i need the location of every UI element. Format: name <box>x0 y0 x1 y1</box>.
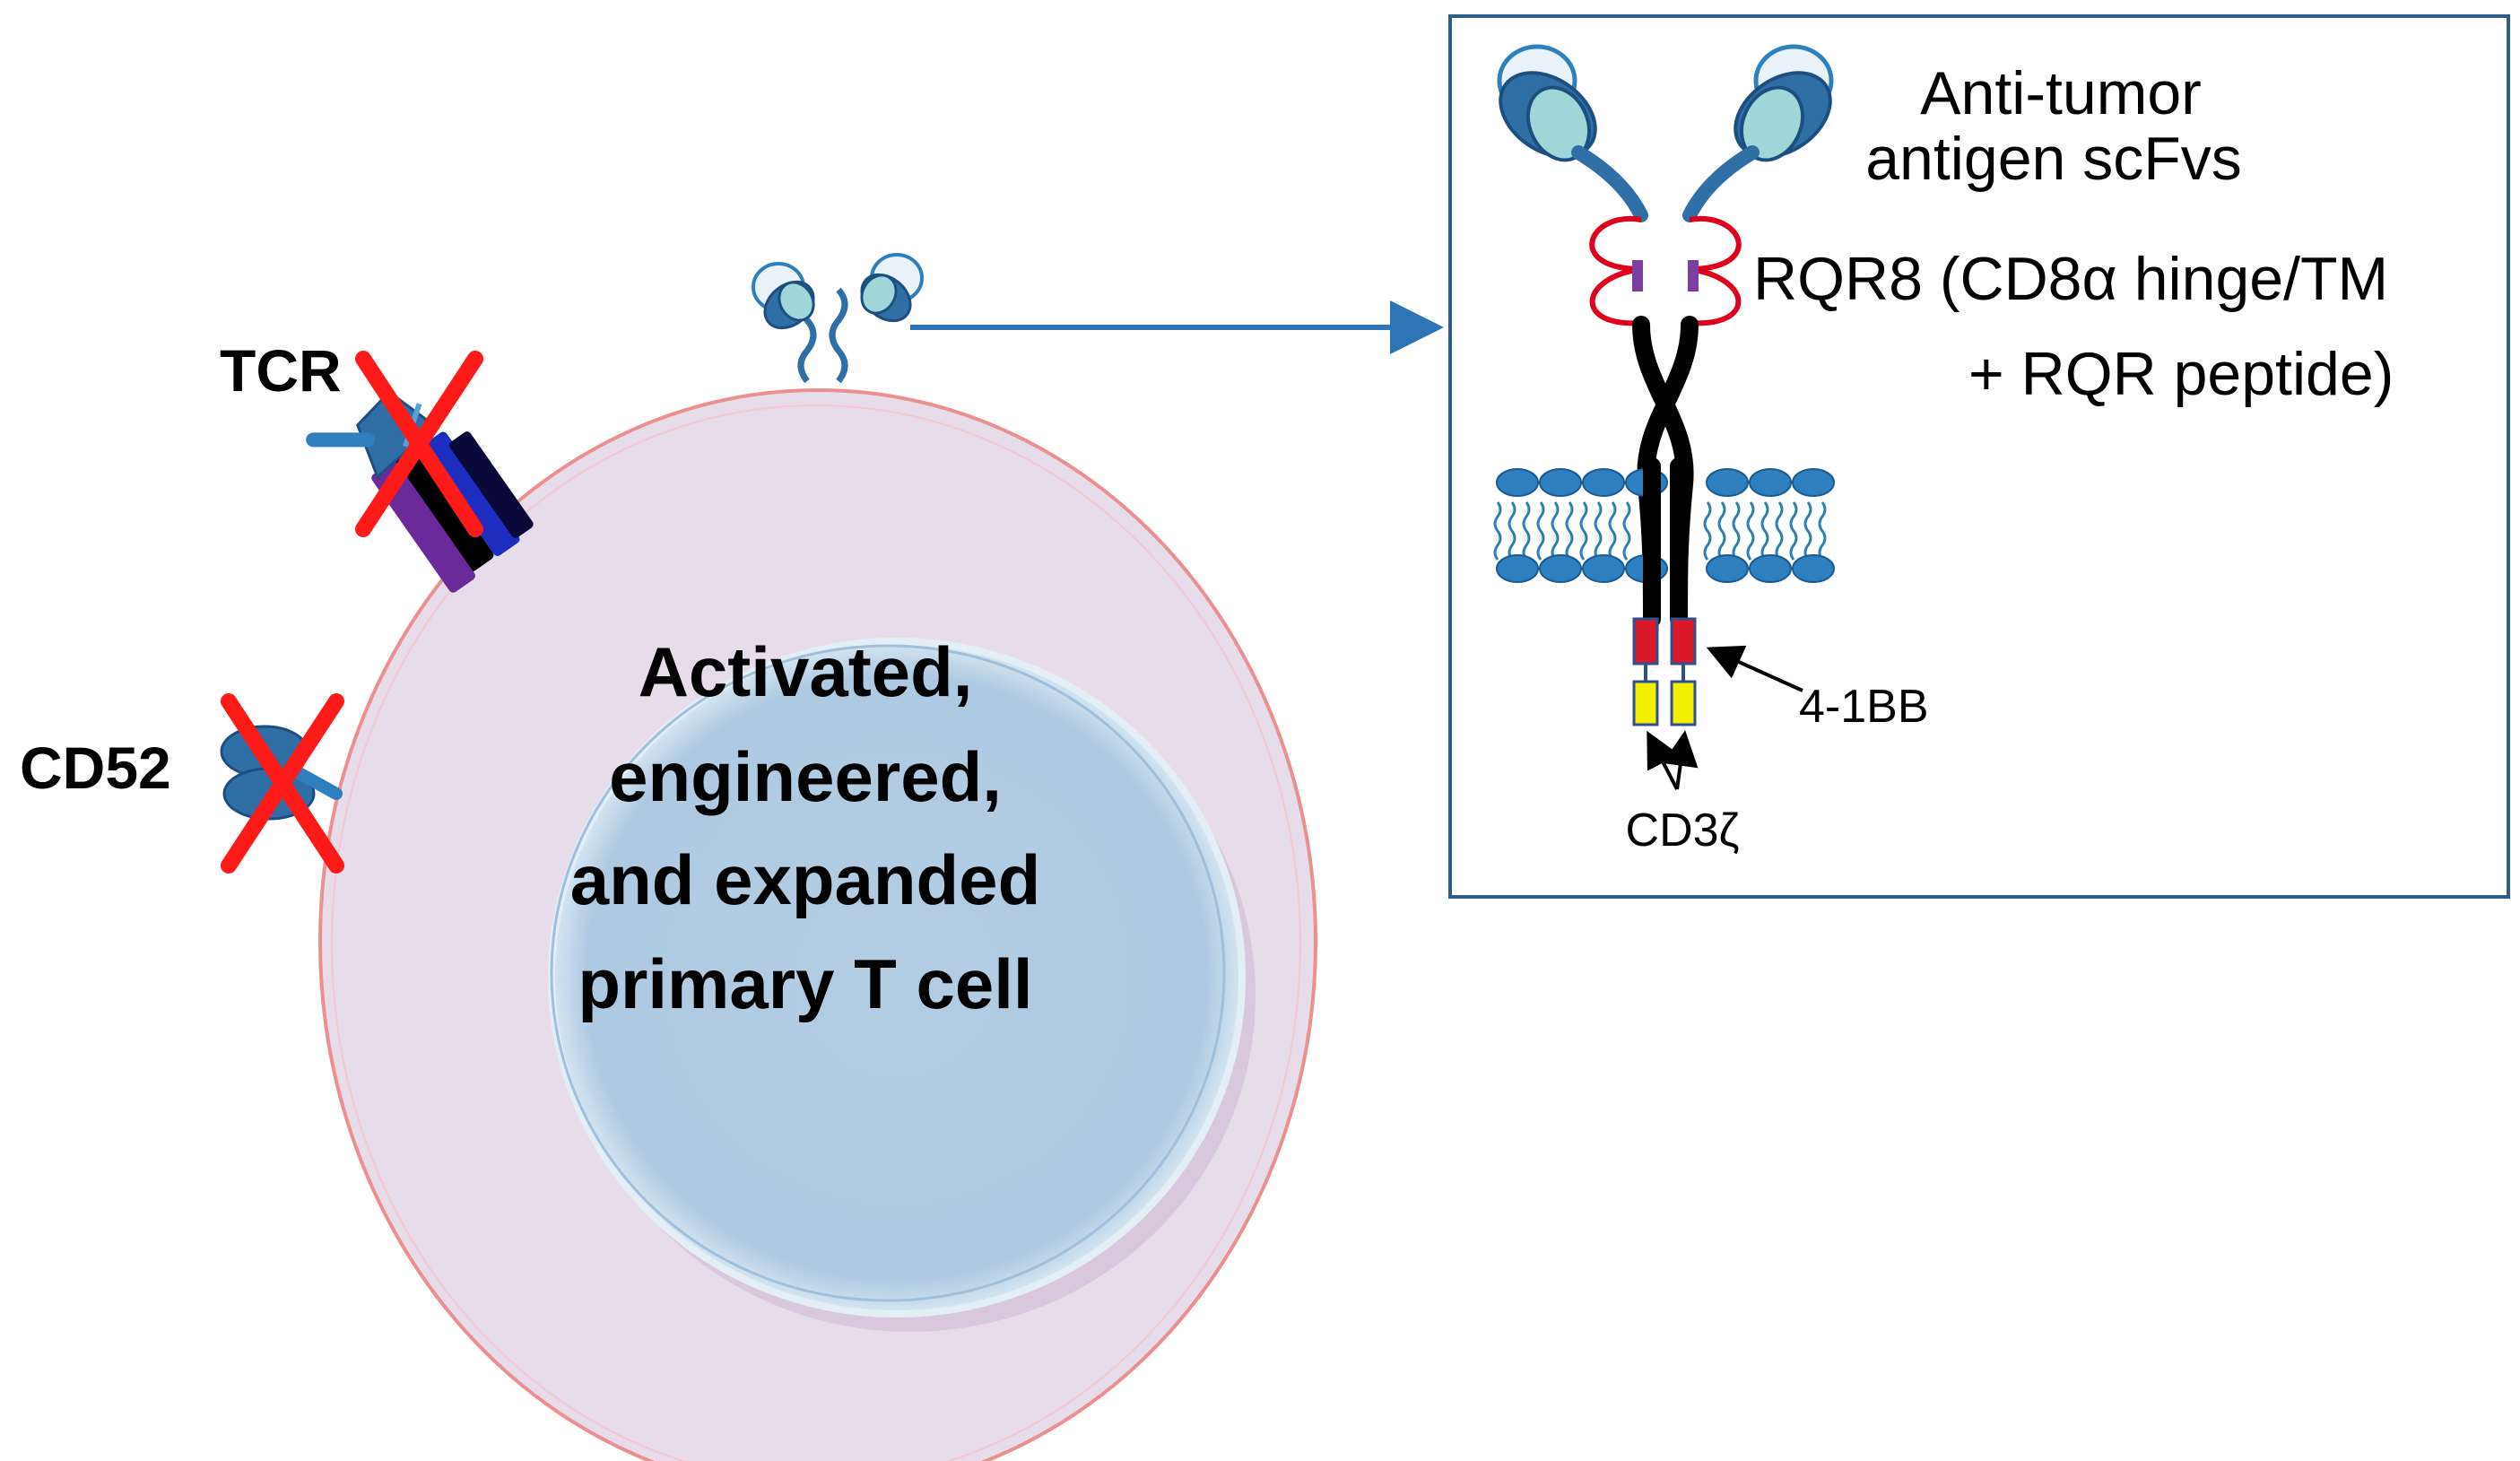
cd3z-domain-left <box>1632 680 1659 726</box>
rqr8-label-line1: RQR8 (CD8α hinge/TM <box>1753 245 2388 313</box>
costim-domain-left <box>1632 617 1659 665</box>
cell-label-line1: Activated, <box>639 632 973 711</box>
cd52-knockout: CD52 <box>20 693 344 874</box>
cell-label-line3: and expanded <box>570 840 1040 919</box>
hinge-right <box>1688 260 1699 291</box>
costim-label: 4-1BB <box>1799 681 1929 733</box>
costim-pointer-arrow <box>1706 645 1803 692</box>
stalks-over-membrane <box>1643 457 1688 628</box>
cell-label-line2: engineered, <box>609 737 1002 816</box>
cd3z-pointer-arrow-right <box>1662 730 1699 790</box>
lipid-tails <box>1493 501 1827 561</box>
detail-box-border <box>1448 14 2510 899</box>
cd52-label: CD52 <box>20 735 171 801</box>
t-cell: Activated, engineered, and expanded prim… <box>318 388 1317 1461</box>
nucleus-rim <box>550 644 1226 1302</box>
rqr8-loops-icon <box>1589 215 1742 326</box>
small-car-receptor-icon <box>752 253 924 384</box>
tcr-receptor-icon <box>306 390 534 593</box>
cd52-x-mark-icon <box>221 693 344 874</box>
cd3z-domain-right <box>1670 680 1697 726</box>
tcr-x-mark-icon <box>355 351 483 537</box>
scfv-label-line1: Anti-tumor <box>1920 59 2202 127</box>
cell-inner-membrane <box>331 404 1301 1461</box>
lipid-bilayer <box>1493 468 1835 583</box>
tcr-knockout: TCR <box>220 337 534 593</box>
tcr-label: TCR <box>220 337 342 404</box>
hinge-left <box>1632 260 1643 291</box>
cell-label-line4: primary T cell <box>578 944 1032 1023</box>
rqr8-label-line2: + RQR peptide) <box>1968 340 2394 408</box>
car-detail-panel: Anti-tumor antigen scFvs RQR8 (CD8α hing… <box>1448 14 2510 899</box>
cd3z-label: CD3ζ <box>1626 804 1740 857</box>
scfv-left-icon <box>1497 44 1648 222</box>
costim-domain-right <box>1670 617 1697 665</box>
scfv-right-icon <box>1682 44 1834 222</box>
scfv-label-line2: antigen scFvs <box>1865 125 2242 193</box>
